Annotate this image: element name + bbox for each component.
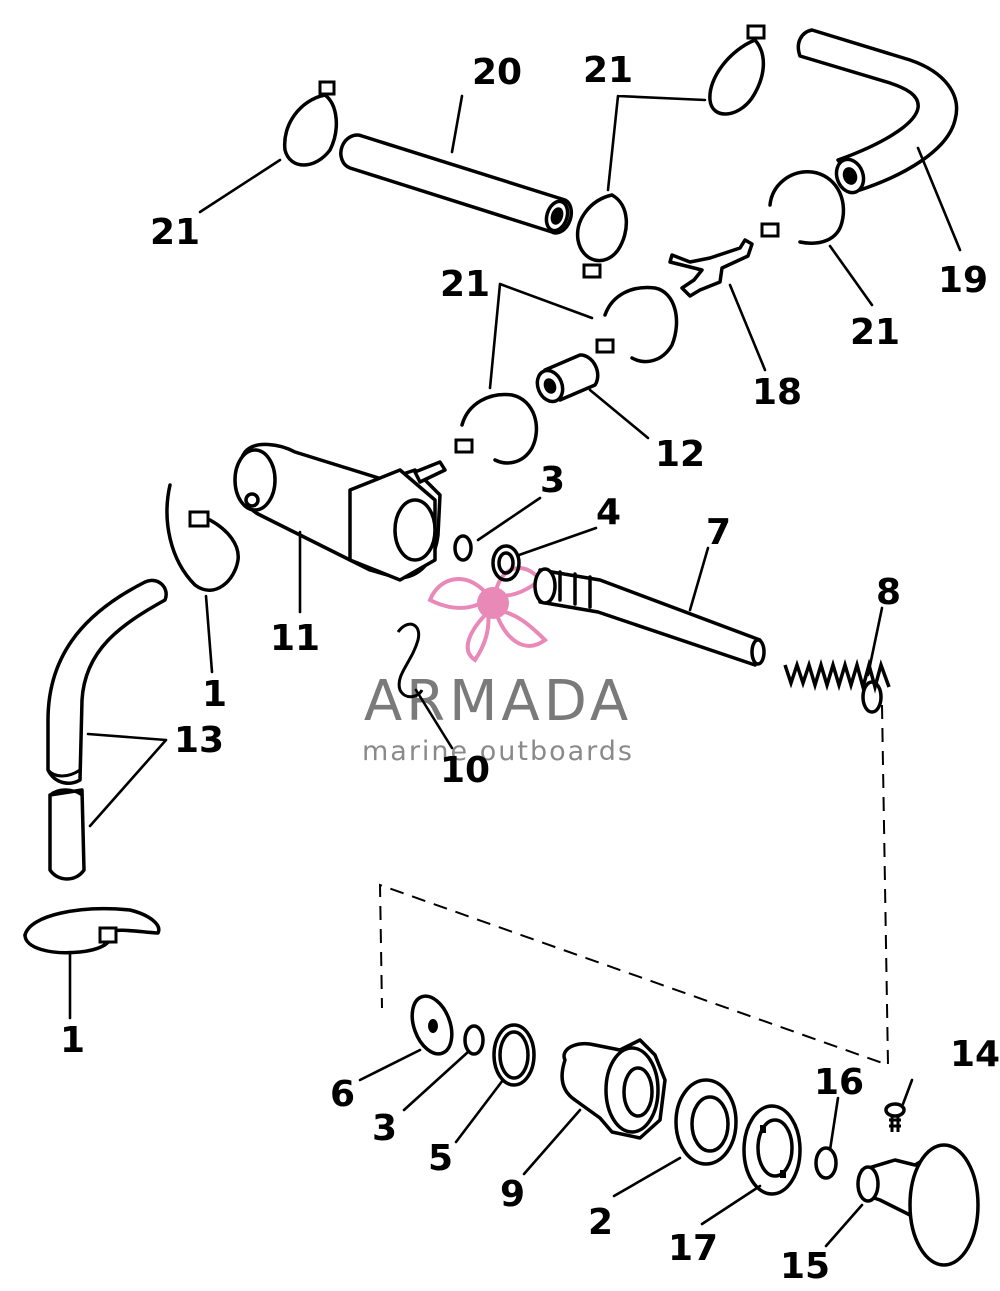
callout-3: 3	[540, 460, 565, 501]
callout-6: 6	[330, 1074, 355, 1115]
armada-logo: ARMADA marine outboards	[362, 566, 634, 767]
part-17-retainer	[742, 1104, 802, 1196]
callout-21: 21	[850, 312, 900, 353]
propeller-hub-icon	[477, 587, 509, 619]
callout-21: 21	[150, 212, 200, 253]
callout-2: 2	[588, 1202, 613, 1243]
callout-21: 21	[440, 264, 490, 305]
propeller-icon	[427, 566, 549, 663]
part-19-elbow-hose	[796, 28, 959, 195]
part-12-coupler	[535, 353, 600, 404]
part-1-band-clamp-upper	[165, 483, 240, 592]
part-13-hose	[46, 578, 168, 881]
callout-3: 3	[372, 1108, 397, 1149]
callout-18: 18	[752, 372, 802, 413]
part-20-hose	[339, 133, 574, 235]
part-2-ring-nut	[674, 1078, 738, 1166]
part-15-knob	[856, 1143, 980, 1267]
part-21-clamp-mid	[575, 193, 629, 279]
assembly-dashed-line	[378, 704, 890, 1067]
leader-lines	[68, 94, 962, 1248]
part-11-valve-housing	[233, 442, 447, 582]
callout-labels: 20 21 21 21 21 21 19 18 12 3 4 7 8 11 1 …	[60, 50, 1000, 1287]
part-21-clamp-right	[760, 170, 846, 245]
callout-12: 12	[655, 434, 705, 475]
callout-13: 13	[174, 720, 224, 761]
callout-21: 21	[583, 50, 633, 91]
callout-17: 17	[668, 1228, 718, 1269]
callout-5: 5	[428, 1138, 453, 1179]
callout-1: 1	[60, 1020, 85, 1061]
part-10-clip	[396, 622, 424, 699]
callout-8: 8	[876, 572, 901, 613]
callout-9: 9	[500, 1174, 525, 1215]
part-3-o-ring-upper	[453, 534, 473, 562]
part-6-washer	[410, 994, 454, 1056]
watermark-subtitle: marine outboards	[362, 736, 634, 767]
callout-1: 1	[202, 674, 227, 715]
watermark-title: ARMADA	[364, 669, 632, 734]
callout-19: 19	[938, 260, 988, 301]
callout-14: 14	[950, 1034, 1000, 1075]
callout-20: 20	[472, 52, 522, 93]
callout-15: 15	[780, 1246, 830, 1287]
part-8-spring	[783, 658, 891, 714]
callout-4: 4	[596, 492, 621, 533]
part-18-tee-fitting	[668, 238, 754, 298]
part-21-clamp-lower	[454, 392, 539, 465]
part-16-o-ring	[814, 1146, 838, 1180]
part-21-clamp-top	[708, 24, 766, 116]
callout-7: 7	[706, 512, 731, 553]
part-21-clamp-left	[282, 80, 338, 167]
part-1-band-clamp-lower	[23, 906, 161, 955]
part-7-plunger-shaft	[533, 567, 766, 667]
part-3-o-ring-lower	[463, 1024, 485, 1056]
callout-11: 11	[270, 618, 320, 659]
part-21-clamp-center	[595, 285, 679, 364]
callout-16: 16	[814, 1062, 864, 1103]
callout-10: 10	[440, 750, 490, 791]
part-9-bushing	[560, 1038, 667, 1140]
part-4-ring	[491, 544, 521, 582]
part-14-screw	[884, 1102, 906, 1132]
part-5-ring	[492, 1023, 536, 1087]
